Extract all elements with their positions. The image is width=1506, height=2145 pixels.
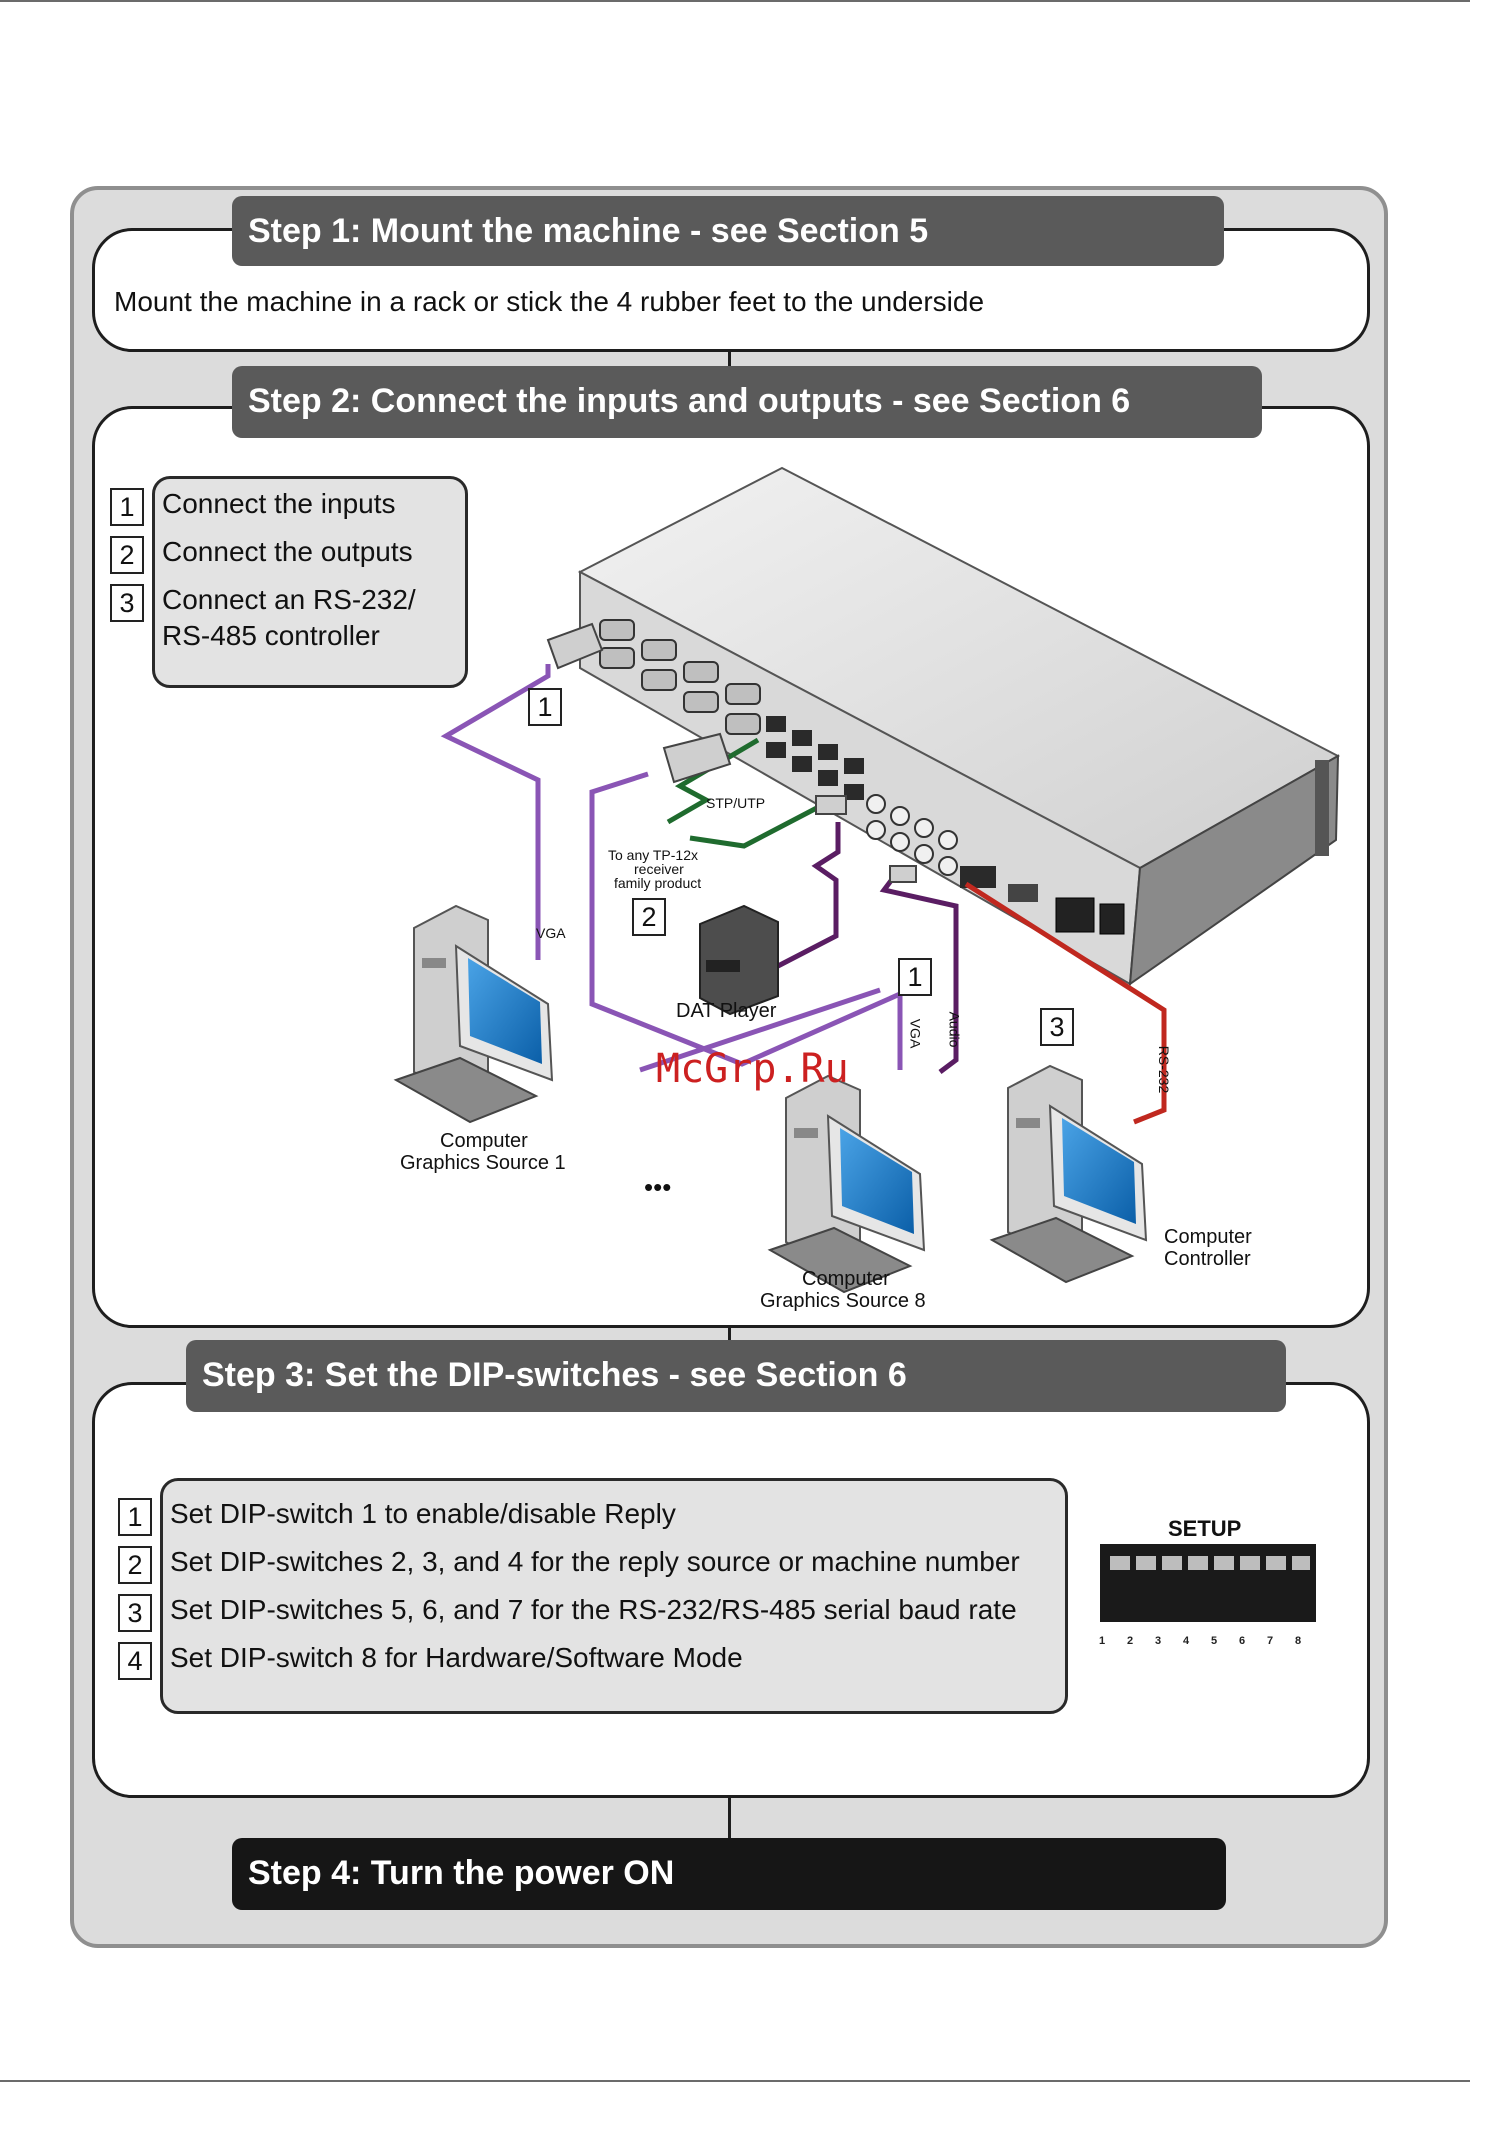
dip-setup-title: SETUP	[1168, 1516, 1242, 1541]
step3-item-4-text: Set DIP-switch 8 for Hardware/Software M…	[170, 1642, 743, 1673]
step4-header: Step 4: Turn the power ON	[232, 1838, 1226, 1910]
dip-switch-illustration: 1 2 3 4 5 6 7 8	[1099, 1544, 1316, 1647]
dip-number-4: 4	[1183, 1635, 1190, 1647]
dip-number-5: 5	[1211, 1635, 1217, 1647]
diagram-callout-2: 2	[632, 898, 666, 936]
top-rule	[0, 0, 1470, 2]
vga-label-left: VGA	[536, 925, 566, 941]
step3-item-1-number: 1	[118, 1498, 152, 1536]
step2-item-2-text: Connect the outputs	[162, 536, 413, 567]
stp-utp-label: STP/UTP	[706, 795, 766, 811]
diagram-callout-3: 3	[1040, 1008, 1074, 1046]
connector-2-3	[728, 1328, 731, 1344]
step2-header: Step 2: Connect the inputs and outputs -…	[232, 366, 1262, 438]
dip-number-7: 7	[1267, 1635, 1273, 1647]
receiver-label-line2: receiver	[634, 861, 684, 877]
controller-label-line2: Controller	[1164, 1248, 1251, 1270]
source1-label-line1: Computer	[440, 1130, 528, 1152]
step2-list-box	[152, 476, 468, 688]
dip-switch-body	[1100, 1544, 1316, 1622]
source1-label-line2: Graphics Source 1	[400, 1152, 566, 1174]
connector-1-2	[728, 352, 731, 368]
receiver-label-line3: family product	[614, 875, 702, 891]
step3-item-2-text: Set DIP-switches 2, 3, and 4 for the rep…	[170, 1546, 1020, 1577]
step2-item-3-text: Connect an RS-232/	[162, 584, 416, 615]
step1-header: Step 1: Mount the machine - see Section …	[232, 196, 1224, 266]
dip-number-8: 8	[1295, 1635, 1301, 1647]
step3-item-1-text: Set DIP-switch 1 to enable/disable Reply	[170, 1498, 676, 1529]
step2-item-1-number: 1	[110, 488, 144, 526]
dip-number-2: 2	[1127, 1635, 1133, 1647]
more-sources-ellipsis: •••	[644, 1172, 672, 1202]
step2-item-3-text-line2: RS-485 controller	[162, 620, 380, 651]
dip-number-1: 1	[1099, 1635, 1105, 1647]
connector-3-4	[728, 1798, 731, 1840]
step1-text: Mount the machine in a rack or stick the…	[114, 286, 985, 317]
step3-item-3-number: 3	[118, 1594, 152, 1632]
step3-item-2-number: 2	[118, 1546, 152, 1584]
diagram-callout-1-top: 1	[528, 688, 562, 726]
dat-player-label: DAT Player	[676, 1000, 777, 1022]
step3-item-3-text: Set DIP-switches 5, 6, and 7 for the RS-…	[170, 1594, 1017, 1625]
dip-switch-toggles	[1110, 1556, 1310, 1570]
source8-label-line1: Computer	[802, 1268, 890, 1290]
step3-header: Step 3: Set the DIP-switches - see Secti…	[186, 1340, 1286, 1412]
controller-label-line1: Computer	[1164, 1226, 1252, 1248]
step2-item-2-number: 2	[110, 536, 144, 574]
vga-label-right: VGA	[907, 1018, 924, 1049]
step3-list-box	[160, 1478, 1068, 1714]
step3-item-4-number: 4	[118, 1642, 152, 1680]
step2-item-3-number: 3	[110, 584, 144, 622]
watermark: McGrp.Ru	[656, 1046, 849, 1092]
bottom-rule	[0, 2080, 1470, 2082]
dip-number-3: 3	[1155, 1635, 1161, 1647]
step2-item-1-text: Connect the inputs	[162, 488, 396, 519]
receiver-label-line1: To any TP-12x	[608, 847, 699, 863]
diagram-callout-1-bottom: 1	[898, 958, 932, 996]
dip-number-6: 6	[1239, 1635, 1245, 1647]
source8-label-line2: Graphics Source 8	[760, 1290, 926, 1312]
rs232-label: RS-232	[1156, 1045, 1173, 1094]
audio-label: Audio	[946, 1011, 963, 1048]
